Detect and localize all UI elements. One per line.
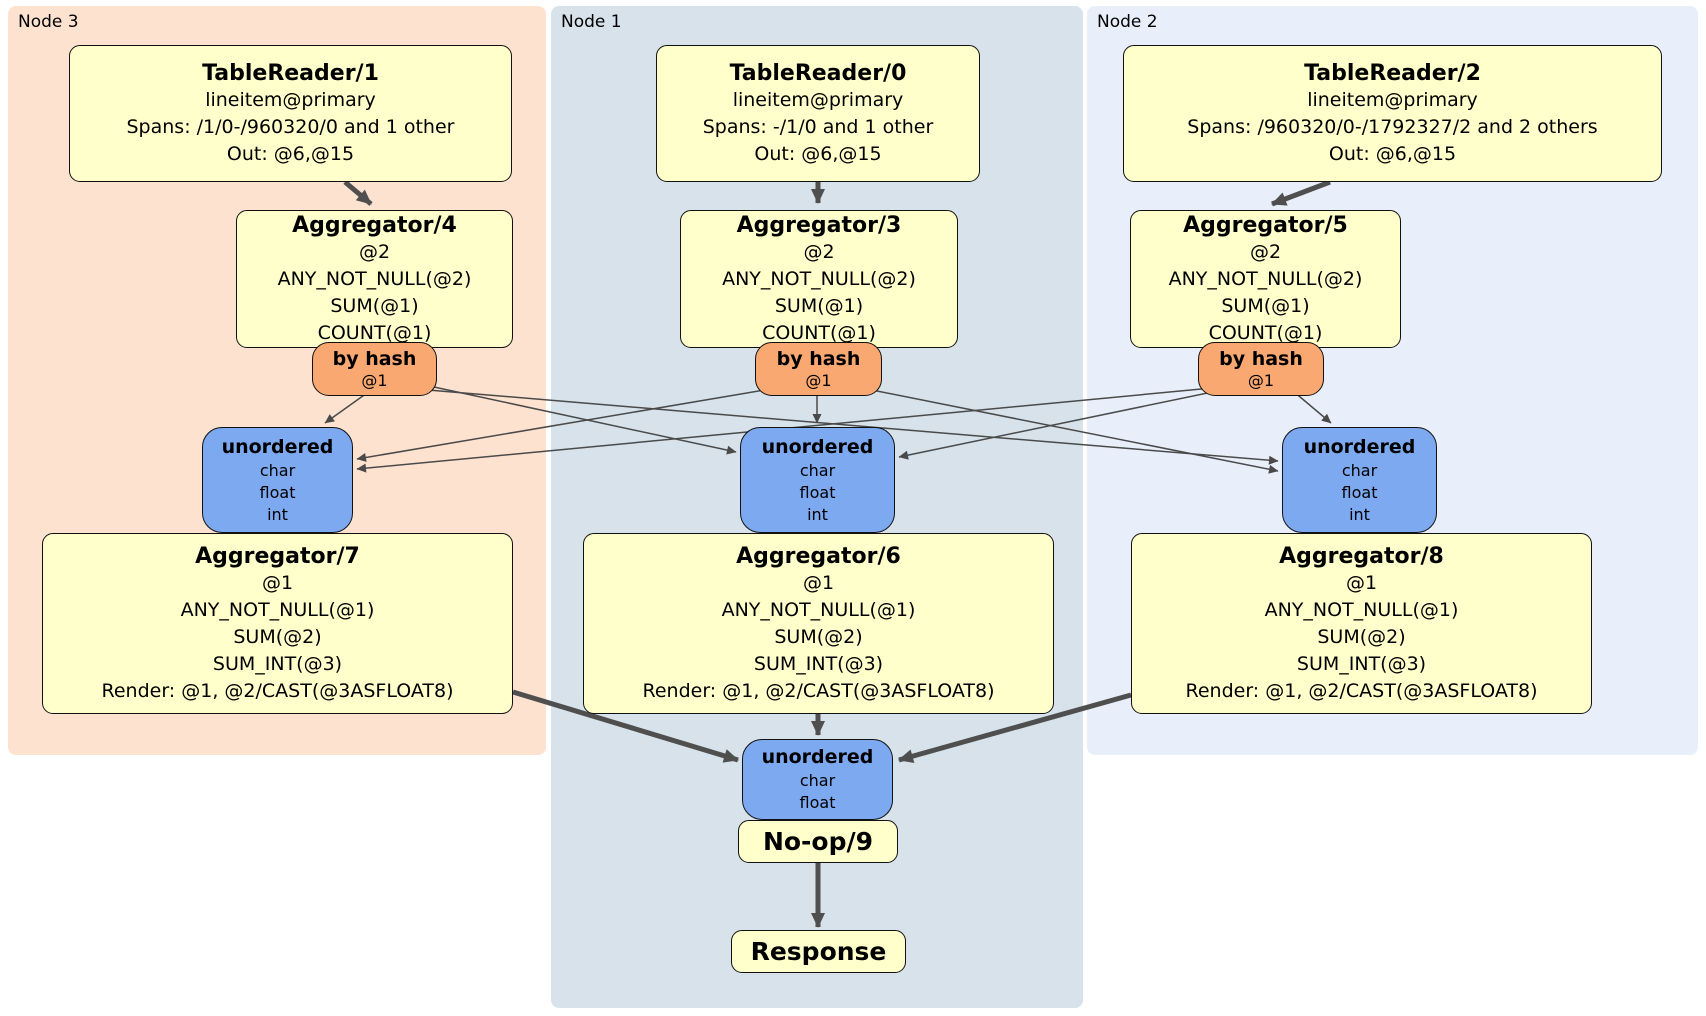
aggregator-6-box: Aggregator/6 @1 ANY_NOT_NULL(@1) SUM(@2)… <box>583 533 1054 714</box>
box-title: TableReader/2 <box>1304 60 1481 86</box>
box-title: Aggregator/6 <box>736 543 901 569</box>
box-title: Aggregator/8 <box>1279 543 1444 569</box>
aggregator-3-box: Aggregator/3 @2 ANY_NOT_NULL(@2) SUM(@1)… <box>680 210 958 348</box>
aggregator-8-box: Aggregator/8 @1 ANY_NOT_NULL(@1) SUM(@2)… <box>1131 533 1592 714</box>
unordered-sync-node2: unordered char float int <box>1282 427 1437 533</box>
hash-router-node2: by hash @1 <box>1198 342 1324 396</box>
unordered-sync-node3: unordered char float int <box>202 427 353 533</box>
box-title: TableReader/0 <box>729 60 907 86</box>
hash-router-node3: by hash @1 <box>312 342 437 396</box>
box-title: Aggregator/7 <box>195 543 360 569</box>
router-title: by hash <box>776 348 861 370</box>
node2-label: Node 2 <box>1097 12 1158 32</box>
box-title: Aggregator/3 <box>736 212 902 238</box>
unordered-sync-node1: unordered char float int <box>740 427 895 533</box>
aggregator-7-box: Aggregator/7 @1 ANY_NOT_NULL(@1) SUM(@2)… <box>42 533 513 714</box>
node3-label: Node 3 <box>18 12 79 32</box>
box-title: No-op/9 <box>762 826 874 856</box>
unordered-sync-final: unordered char float <box>742 739 893 820</box>
noop-9-box: No-op/9 <box>738 820 898 863</box>
response-box: Response <box>731 930 906 973</box>
box-title: Aggregator/5 <box>1183 212 1348 238</box>
tablereader-2-box: TableReader/2 lineitem@primary Spans: /9… <box>1123 45 1662 182</box>
router-title: by hash <box>332 348 417 370</box>
hash-router-node1: by hash @1 <box>755 342 882 396</box>
node1-label: Node 1 <box>561 12 622 32</box>
aggregator-5-box: Aggregator/5 @2 ANY_NOT_NULL(@2) SUM(@1)… <box>1130 210 1401 348</box>
tablereader-1-box: TableReader/1 lineitem@primary Spans: /1… <box>69 45 512 182</box>
router-title: by hash <box>1219 348 1303 370</box>
sync-title: unordered <box>1303 435 1416 458</box>
sync-title: unordered <box>221 435 334 458</box>
box-title: Response <box>750 936 887 966</box>
aggregator-4-box: Aggregator/4 @2 ANY_NOT_NULL(@2) SUM(@1)… <box>236 210 513 348</box>
tablereader-0-box: TableReader/0 lineitem@primary Spans: -/… <box>656 45 980 182</box>
sync-title: unordered <box>761 746 874 768</box>
sync-title: unordered <box>761 435 874 458</box>
box-title: TableReader/1 <box>202 60 379 86</box>
box-title: Aggregator/4 <box>292 212 457 238</box>
